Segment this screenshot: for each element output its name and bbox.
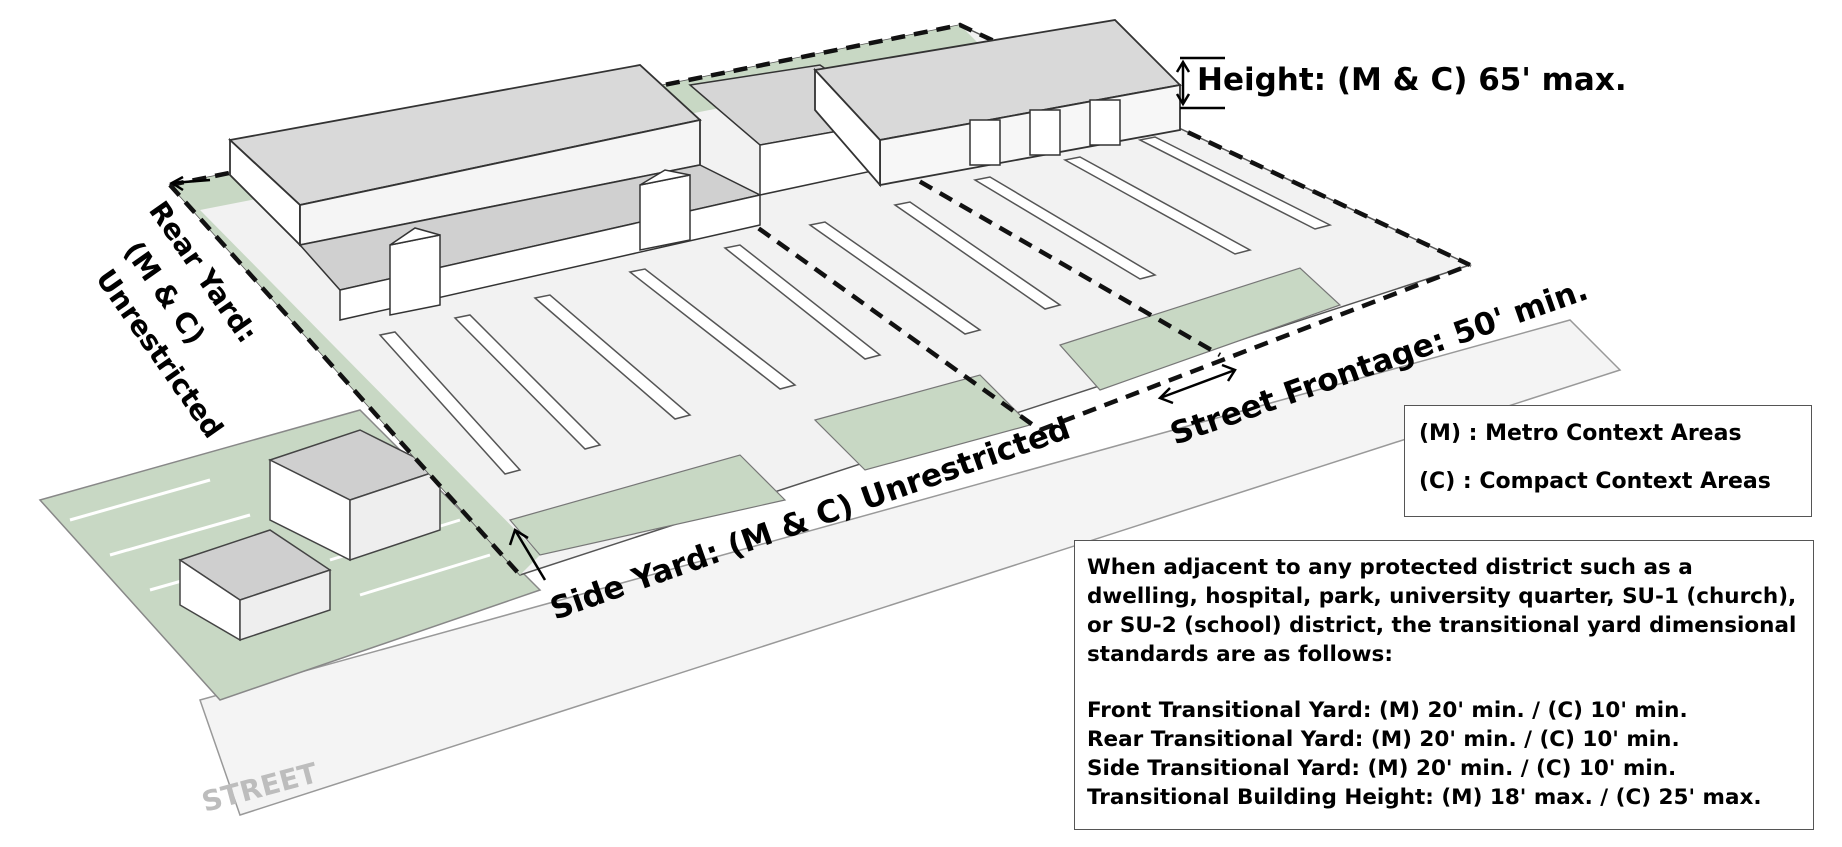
landscape-island-1	[508, 454, 787, 556]
storefront-towers	[389, 99, 1121, 316]
context-legend: (M) : Metro Context Areas (C) : Compact …	[1404, 405, 1812, 517]
legend-compact: (C) : Compact Context Areas	[1419, 469, 1771, 494]
frontage-arrow	[1157, 363, 1237, 405]
rear-yard-arrow	[169, 175, 211, 192]
side-yard-arrow	[508, 528, 547, 581]
transitional-rules: Front Transitional Yard: (M) 20' min. / …	[1087, 696, 1801, 812]
neighbor-building-front	[178, 529, 332, 642]
rule-front: Front Transitional Yard: (M) 20' min. / …	[1087, 698, 1688, 723]
transitional-intro: When adjacent to any protected district …	[1087, 555, 1797, 667]
transitional-standards-note: When adjacent to any protected district …	[1074, 540, 1814, 830]
rule-rear: Rear Transitional Yard: (M) 20' min. / (…	[1087, 727, 1680, 752]
street-band	[199, 319, 1622, 816]
side-yard-strip	[170, 185, 540, 575]
rule-side: Side Transitional Yard: (M) 20' min. / (…	[1087, 756, 1677, 781]
dashed-boundaries	[168, 22, 1471, 577]
landscape-island-3	[1058, 267, 1342, 391]
rule-height: Transitional Building Height: (M) 18' ma…	[1087, 785, 1762, 810]
height-dimension	[1175, 56, 1225, 110]
height-label: Height: (M & C) 65' max.	[1197, 62, 1627, 98]
parking-stripes	[378, 136, 1333, 475]
legend-metro: (M) : Metro Context Areas	[1419, 421, 1742, 446]
